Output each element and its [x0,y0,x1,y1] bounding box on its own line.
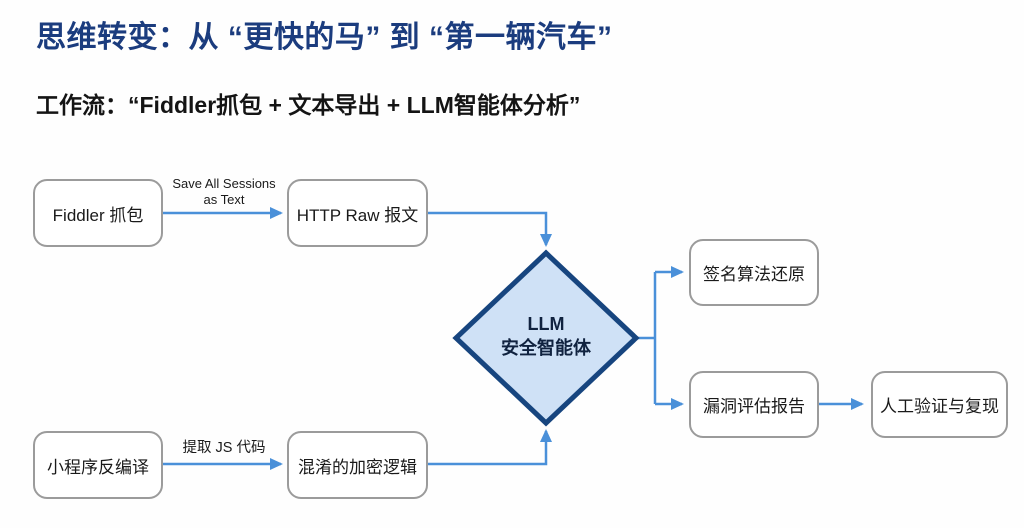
node-miniapp-decompile: 小程序反编译 [33,431,163,499]
node-llm-agent-label-line2: 安全智能体 [501,338,591,359]
node-http-raw-label: HTTP Raw 报文 [296,205,419,225]
node-vuln-report-label: 漏洞评估报告 [703,397,805,416]
node-obfuscated-logic: 混淆的加密逻辑 [287,431,428,499]
node-fiddler-capture: Fiddler 抓包 [33,179,163,247]
edge-label-save-sessions: Save All Sessions as Text [160,176,288,209]
node-manual-verify: 人工验证与复现 [871,371,1008,438]
edge-label-save-sessions-line1: Save All Sessions [172,176,276,191]
node-signature-restore-label: 签名算法还原 [703,265,805,284]
node-vuln-report: 漏洞评估报告 [689,371,819,438]
node-obfuscated-logic-label: 混淆的加密逻辑 [298,457,417,477]
edge-label-extract-js: 提取 JS 代码 [168,436,280,457]
node-llm-agent-label: LLM 安全智能体 [456,312,636,361]
edge-httpraw-to-llm [428,211,552,247]
node-fiddler-capture-label: Fiddler 抓包 [52,205,144,225]
node-http-raw: HTTP Raw 报文 [287,179,428,247]
node-llm-agent-label-line1: LLM [527,314,565,334]
edge-llm-branch-trunk [637,272,657,404]
edge-label-save-sessions-line2: as Text [203,192,245,208]
slide-subtitle: 工作流：“Fiddler抓包 + 文本导出 + LLM智能体分析” [36,92,581,118]
node-manual-verify-label: 人工验证与复现 [880,397,999,416]
edge-label-extract-js-text: 提取 JS 代码 [182,440,266,456]
node-signature-restore: 签名算法还原 [689,239,819,306]
node-miniapp-decompile-label: 小程序反编译 [47,457,149,477]
slide-title: 思维转变：从 “更快的马” 到 “第一辆汽车” [36,21,613,54]
edge-obfuscated-to-llm [428,429,552,466]
